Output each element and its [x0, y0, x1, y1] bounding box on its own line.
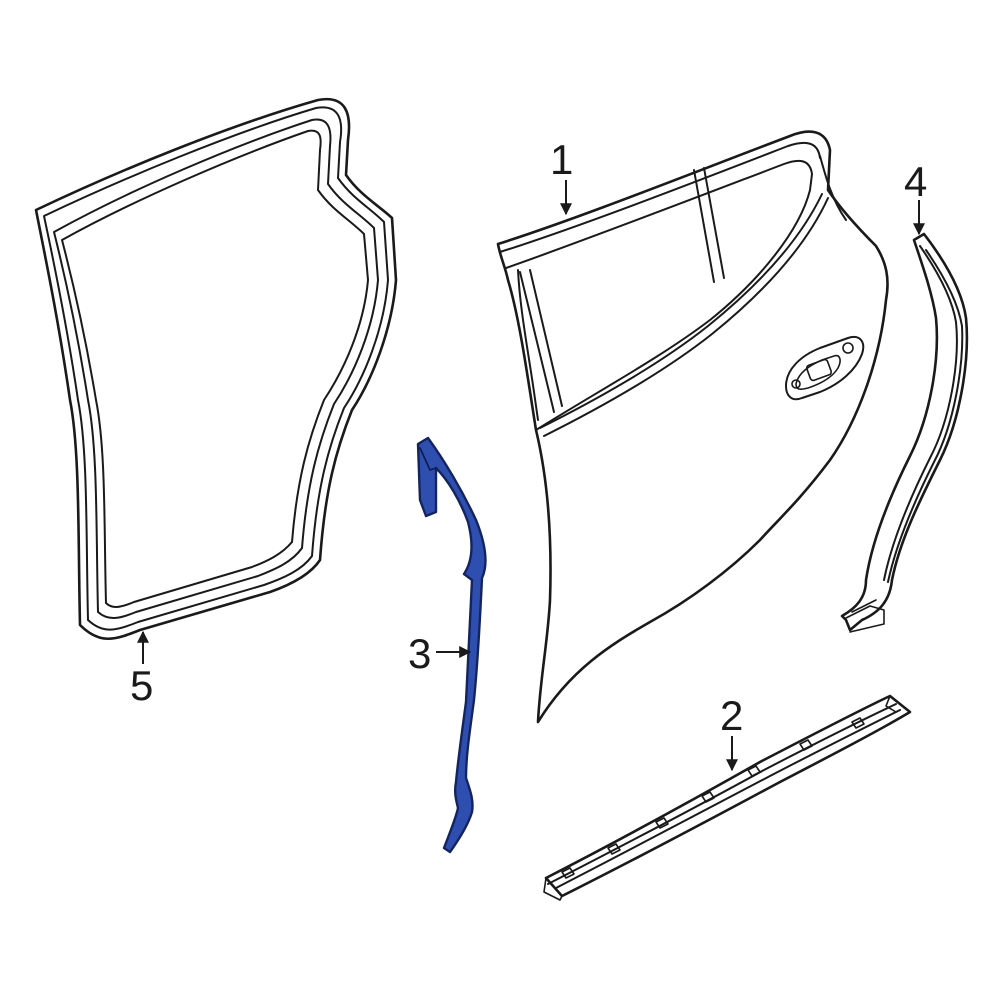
callout-4: 4 [904, 158, 927, 236]
part-2-rocker-molding[interactable] [543, 694, 912, 901]
part-5-door-weatherstrip[interactable] [34, 97, 398, 640]
callout-2-label: 2 [720, 692, 743, 739]
part-1-rear-door-shell[interactable] [496, 130, 889, 724]
callout-3-label: 3 [408, 630, 431, 677]
callout-4-label: 4 [904, 158, 927, 205]
callout-3: 3 [408, 630, 472, 677]
highlighted-seal-crease [419, 447, 437, 471]
callout-1-label: 1 [550, 136, 573, 183]
callout-1: 1 [550, 136, 573, 216]
callout-2: 2 [720, 692, 743, 772]
callout-5-label: 5 [130, 662, 153, 709]
callout-5: 5 [130, 630, 153, 709]
part-4-pillar-seal[interactable] [840, 232, 969, 633]
highlighted-seal-shape [416, 436, 487, 854]
part-3-highlighted-seal[interactable] [416, 436, 487, 854]
